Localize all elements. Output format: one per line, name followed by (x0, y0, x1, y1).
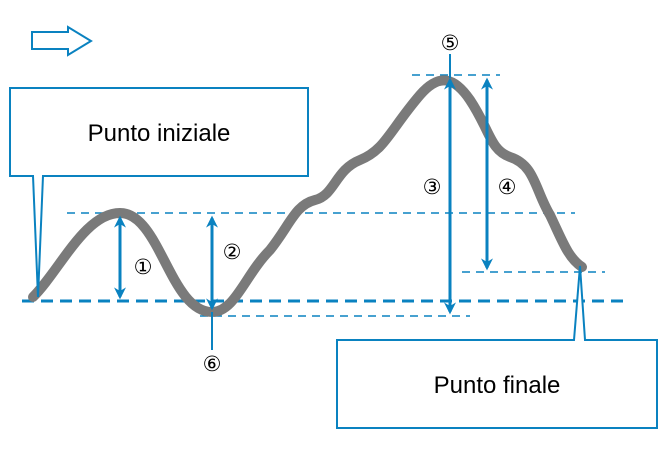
marker-2: ② (223, 240, 242, 264)
marker-6: ⑥ (203, 352, 222, 376)
marker-5: ⑤ (441, 31, 460, 55)
callout-end-label: Punto finale (434, 372, 561, 399)
marker-3: ③ (423, 175, 442, 199)
marker-4: ④ (498, 175, 517, 199)
marker-1: ① (134, 255, 153, 279)
callout-start-label: Punto iniziale (88, 120, 231, 147)
signal-curve (28, 75, 587, 318)
callout-start: Punto iniziale (9, 87, 309, 298)
callout-end: Punto finale (336, 265, 658, 429)
direction-arrow-icon (31, 25, 93, 57)
